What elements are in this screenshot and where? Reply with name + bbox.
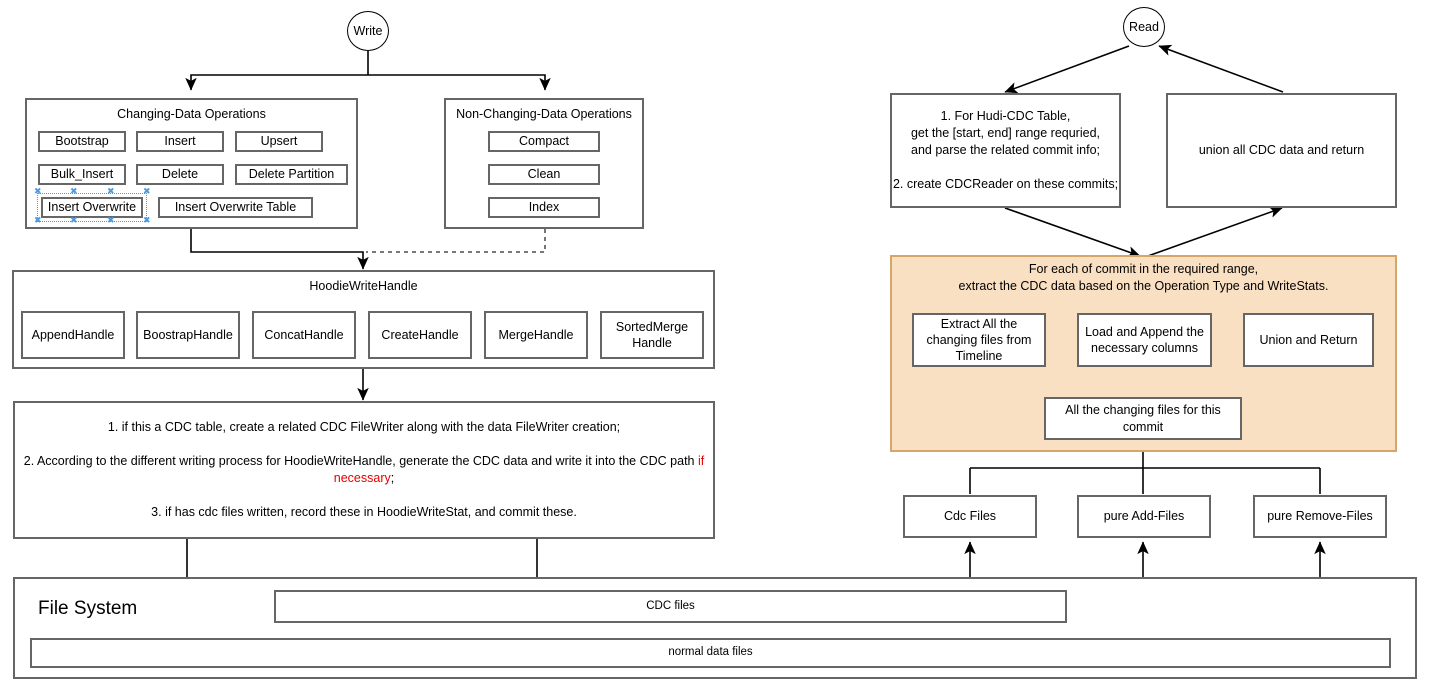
op-insert-overwrite-label: Insert Overwrite xyxy=(47,200,137,215)
op-bootstrap[interactable]: Bootstrap xyxy=(38,131,126,152)
selection-handle-w[interactable]: ✖ xyxy=(143,216,151,226)
per-commit-panel-heading: For each of commit in the required range… xyxy=(892,258,1395,298)
cdc-files-box-label: Cdc Files xyxy=(943,509,997,524)
extract-changing-files-label: Extract All the changing files from Time… xyxy=(926,316,1032,364)
selection-handle-se[interactable]: ✖ xyxy=(107,216,115,226)
handle-append[interactable]: AppendHandle xyxy=(21,311,125,359)
write-start-label: Write xyxy=(353,24,383,38)
pure-remove-files-box[interactable]: pure Remove-Files xyxy=(1253,495,1387,538)
handle-create[interactable]: CreateHandle xyxy=(368,311,472,359)
handle-concat[interactable]: ConcatHandle xyxy=(252,311,356,359)
cdc-note-line-3: 3. if has cdc files written, record thes… xyxy=(151,504,577,519)
cdc-files-region[interactable]: CDC files xyxy=(274,590,1067,623)
read-step1-box xyxy=(890,93,1121,208)
cdc-filewriter-note-text: 1. if this a CDC table, create a related… xyxy=(23,401,705,539)
union-and-return-box[interactable]: Union and Return xyxy=(1243,313,1374,367)
op-index-label: Index xyxy=(528,200,560,215)
load-append-columns-box[interactable]: Load and Append the necessary columns xyxy=(1077,313,1212,367)
op-compact-label: Compact xyxy=(518,134,570,149)
op-bulk-insert-label: Bulk_Insert xyxy=(50,167,114,182)
all-changing-files-commit-label: All the changing files for this commit xyxy=(1065,403,1221,434)
selection-handle-e[interactable]: ✖ xyxy=(143,187,151,197)
write-start-node[interactable]: Write xyxy=(347,11,389,51)
file-system-title: File System xyxy=(38,598,138,619)
pure-remove-files-box-label: pure Remove-Files xyxy=(1267,509,1373,524)
cdc-note-line-2-pre: 2. According to the different writing pr… xyxy=(23,454,698,469)
changing-data-operations-title: Changing-Data Operations xyxy=(117,107,266,121)
handle-merge-label: MergeHandle xyxy=(498,327,574,342)
op-delete-partition[interactable]: Delete Partition xyxy=(235,164,348,185)
union-and-return-label: Union and Return xyxy=(1259,332,1358,347)
union-all-cdc-box[interactable]: union all CDC data and return xyxy=(1166,93,1397,208)
read-step1-text: 1. For Hudi-CDC Table, get the [start, e… xyxy=(892,93,1119,208)
union-all-cdc-label: union all CDC data and return xyxy=(1198,143,1365,158)
handle-sorted-merge[interactable]: SortedMerge Handle xyxy=(600,311,704,359)
op-insert[interactable]: Insert xyxy=(136,131,224,152)
selection-handle-sw[interactable]: ✖ xyxy=(34,216,42,226)
cdc-note-line-2-post: ; xyxy=(390,471,395,485)
selection-handle-ne[interactable]: ✖ xyxy=(107,187,115,197)
op-upsert[interactable]: Upsert xyxy=(235,131,323,152)
orange-heading-line1: For each of commit in the required range… xyxy=(1028,262,1259,277)
op-delete-partition-label: Delete Partition xyxy=(248,167,335,182)
cdc-filewriter-note-box xyxy=(13,401,715,539)
handle-merge[interactable]: MergeHandle xyxy=(484,311,588,359)
op-bulk-insert[interactable]: Bulk_Insert xyxy=(38,164,126,185)
hoodie-write-handle-title: HoodieWriteHandle xyxy=(309,279,418,293)
op-delete-label: Delete xyxy=(161,167,199,182)
read-step1-line3: and parse the related commit info; xyxy=(911,143,1100,157)
read-step1-line1: 1. For Hudi-CDC Table, xyxy=(940,109,1071,124)
orange-heading-line2: extract the CDC data based on the Operat… xyxy=(958,279,1329,293)
op-delete[interactable]: Delete xyxy=(136,164,224,185)
selection-handle-s[interactable]: ✖ xyxy=(70,216,78,226)
selection-handles-insert-overwrite: ✖ ✖ ✖ ✖ ✖ ✖ ✖ ✖ xyxy=(34,188,151,226)
read-step1-line2: get the [start, end] range requried, xyxy=(910,126,1100,141)
read-start-node[interactable]: Read xyxy=(1123,7,1165,47)
handle-sorted-merge-label: SortedMerge Handle xyxy=(615,319,689,350)
cdc-files-box[interactable]: Cdc Files xyxy=(903,495,1037,538)
op-clean[interactable]: Clean xyxy=(488,164,600,185)
handle-boostrap[interactable]: BoostrapHandle xyxy=(136,311,240,359)
handle-create-label: CreateHandle xyxy=(381,327,459,342)
cdc-note-line-2: 2. According to the different writing pr… xyxy=(23,453,705,487)
load-append-columns-label: Load and Append the necessary columns xyxy=(1085,324,1204,355)
cdc-note-if-necessary: if necessary xyxy=(333,454,705,485)
all-changing-files-commit-box[interactable]: All the changing files for this commit xyxy=(1044,397,1242,440)
op-insert-overwrite[interactable]: Insert Overwrite xyxy=(41,197,143,218)
pure-add-files-box[interactable]: pure Add-Files xyxy=(1077,495,1211,538)
normal-data-files-region-label: normal data files xyxy=(668,646,753,659)
handle-append-label: AppendHandle xyxy=(31,327,115,342)
handle-concat-label: ConcatHandle xyxy=(264,327,344,342)
op-clean-label: Clean xyxy=(527,167,561,182)
cdc-note-line-1: 1. if this a CDC table, create a related… xyxy=(107,420,621,435)
selection-handle-nw[interactable]: ✖ xyxy=(34,187,42,197)
op-compact[interactable]: Compact xyxy=(488,131,600,152)
op-index[interactable]: Index xyxy=(488,197,600,218)
selection-handle-n[interactable]: ✖ xyxy=(70,187,78,197)
op-insert-overwrite-table-label: Insert Overwrite Table xyxy=(174,200,297,215)
pure-add-files-box-label: pure Add-Files xyxy=(1103,509,1185,524)
handle-boostrap-label: BoostrapHandle xyxy=(143,327,233,342)
non-changing-data-operations-title: Non-Changing-Data Operations xyxy=(456,107,632,121)
op-upsert-label: Upsert xyxy=(260,134,298,149)
op-insert-label: Insert xyxy=(164,134,196,149)
read-step1-line4: 2. create CDCReader on these commits; xyxy=(892,176,1119,191)
op-insert-overwrite-table[interactable]: Insert Overwrite Table xyxy=(158,197,313,218)
extract-changing-files-box[interactable]: Extract All the changing files from Time… xyxy=(912,313,1046,367)
op-bootstrap-label: Bootstrap xyxy=(55,134,109,149)
hoodie-write-handle-group: HoodieWriteHandle xyxy=(12,270,715,369)
read-start-label: Read xyxy=(1129,20,1159,34)
cdc-files-region-label: CDC files xyxy=(646,599,695,612)
normal-data-files-region[interactable]: normal data files xyxy=(30,638,1391,668)
